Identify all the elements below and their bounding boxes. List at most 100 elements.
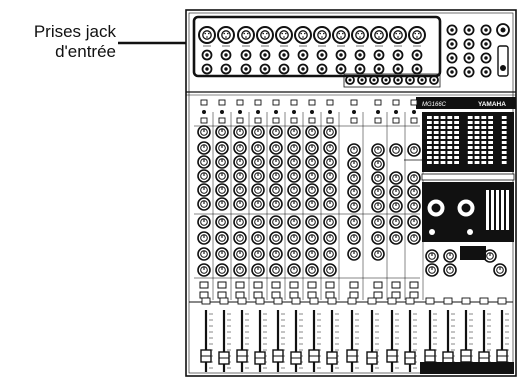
line-jack-hole <box>377 53 381 57</box>
xlr-pin <box>338 32 341 35</box>
xlr-pin <box>304 32 306 35</box>
meter-segment <box>501 126 507 129</box>
meter-segment <box>427 151 432 154</box>
fader-button <box>425 297 435 305</box>
line-jack-hole <box>358 53 362 57</box>
line-jack-hole <box>301 67 305 71</box>
xlr-pin-ring <box>202 30 212 40</box>
line-jack-hole <box>224 67 228 71</box>
bus-button <box>349 291 359 299</box>
xlr-pin <box>285 32 287 35</box>
on-button <box>289 281 299 289</box>
peak-led <box>376 110 380 114</box>
xlr-pin <box>319 32 322 35</box>
hpf-switch <box>290 117 298 124</box>
meter-segment <box>474 146 480 149</box>
hpf-switch <box>218 117 226 124</box>
bus-button <box>391 291 401 299</box>
bus-button <box>373 291 383 299</box>
meter-segment <box>440 156 446 159</box>
meter-segment <box>461 151 466 154</box>
line-jack-hole <box>205 67 209 71</box>
hpf-switch <box>410 117 418 124</box>
fader-button <box>201 297 211 305</box>
peak-led <box>310 110 314 114</box>
peak-led <box>394 110 398 114</box>
meter-segment <box>461 141 466 144</box>
meter-segment <box>454 136 459 139</box>
meter-segment <box>440 116 446 119</box>
meter-segment <box>433 131 439 134</box>
fader-button <box>367 297 377 305</box>
line-jack-hole <box>282 67 286 71</box>
fader-button <box>273 297 283 305</box>
fader-button <box>347 297 357 305</box>
meter-segment <box>474 121 480 124</box>
meter-segment <box>495 126 500 129</box>
meter-segment <box>427 126 432 129</box>
meter-segment <box>454 151 459 154</box>
xlr-pin <box>340 36 342 38</box>
xlr-pin <box>342 32 344 35</box>
pad-switch <box>236 99 244 106</box>
meter-segment <box>481 161 487 164</box>
master-section <box>422 182 514 277</box>
meter-segment <box>447 141 453 144</box>
meter-segment <box>427 131 432 134</box>
meter-segment <box>501 151 507 154</box>
xlr-pin <box>227 32 229 35</box>
meter-segment <box>474 156 480 159</box>
meter-segment <box>488 131 493 134</box>
meter-segment <box>474 136 480 139</box>
xlr-pin <box>376 32 379 35</box>
meter-segment <box>454 161 459 164</box>
line-jack-hole <box>348 78 352 82</box>
master-meter-bar <box>486 190 489 230</box>
line-jack-hole <box>263 53 267 57</box>
line-jack-hole <box>396 67 400 71</box>
line-jack-hole <box>320 53 324 57</box>
bus-button <box>307 291 317 299</box>
line-jack-hole <box>484 56 488 60</box>
meter-segment <box>488 156 493 159</box>
pad-switch <box>308 99 316 106</box>
bus-button <box>409 291 419 299</box>
xlr-pin <box>206 36 208 38</box>
output-jacks <box>446 23 510 78</box>
line-jack-hole <box>415 67 419 71</box>
line-jack-hole <box>467 56 471 60</box>
fader-button <box>479 297 489 305</box>
tap-button <box>429 229 435 235</box>
meter-segment <box>427 146 432 149</box>
meter-segment <box>440 136 446 139</box>
line-jack-hole <box>377 67 381 71</box>
pad-switch <box>326 99 334 106</box>
meter-segment <box>467 141 473 144</box>
pad-switch <box>350 99 358 106</box>
master-meter-bar <box>506 190 509 230</box>
peak-led <box>292 110 296 114</box>
meter-segment <box>488 116 493 119</box>
pad-switch <box>200 99 208 106</box>
meter-segment <box>467 116 473 119</box>
meter-segment <box>427 156 432 159</box>
meter-segment <box>495 131 500 134</box>
hpf-switch <box>272 117 280 124</box>
line-jack-hole <box>372 78 376 82</box>
meter-segment <box>501 131 507 134</box>
line-jack-hole <box>484 28 488 32</box>
meter-segment <box>461 131 466 134</box>
bus-button <box>217 291 227 299</box>
hpf-switch <box>254 117 262 124</box>
meter-label-strip <box>421 173 515 181</box>
effect-program-knob-cap <box>431 203 441 213</box>
channel-strips <box>194 99 424 300</box>
on-button <box>409 281 419 289</box>
fader-button <box>443 297 453 305</box>
meter-segment <box>501 146 507 149</box>
on-button <box>349 281 359 289</box>
xlr-pin-ring <box>355 30 365 40</box>
xlr-pin <box>245 36 247 38</box>
line-jack-hole <box>205 53 209 57</box>
